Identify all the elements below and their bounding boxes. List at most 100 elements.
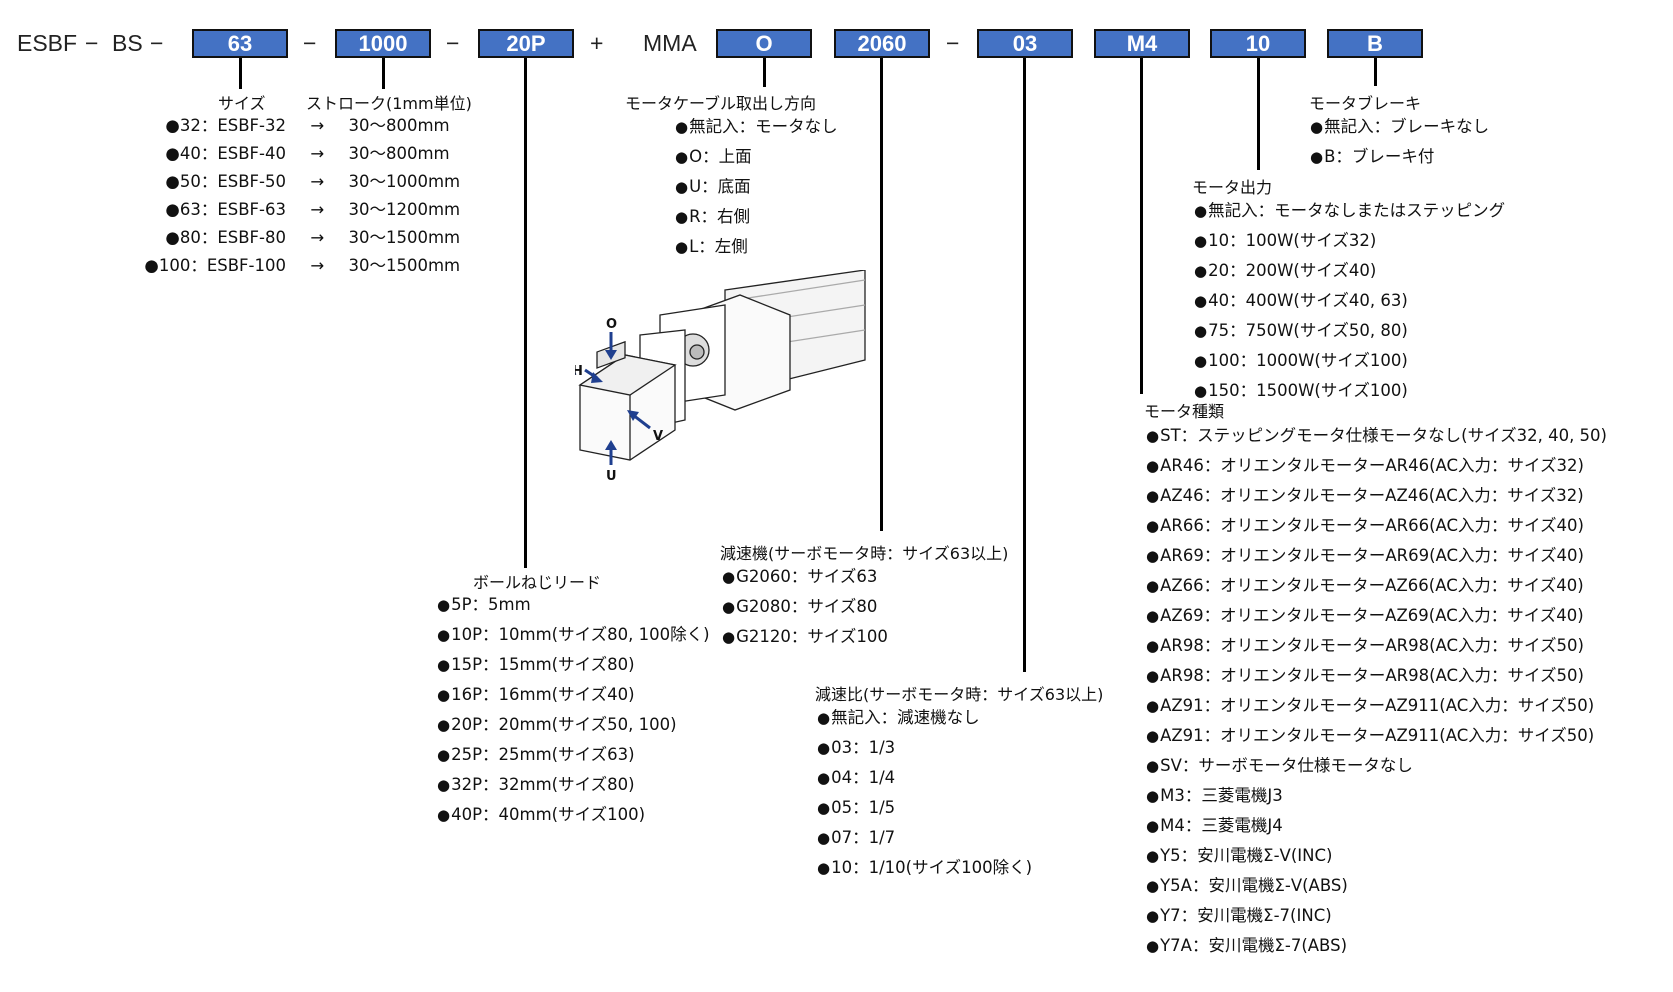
list-item: 40：400W(サイズ40, 63) (1194, 286, 1505, 316)
connector-lead (524, 58, 527, 568)
label-u: U (606, 469, 617, 484)
code-box-motor-output: 10 (1210, 29, 1306, 58)
list-item: AZ91：オリエンタルモーターAZ911(AC入力：サイズ50) (1146, 691, 1607, 721)
arrow-icon: → (310, 200, 325, 219)
list-item: AR98：オリエンタルモーターAR98(AC入力：サイズ50) (1146, 661, 1607, 691)
list-item: R：右側 (675, 202, 838, 232)
code-dash: − (446, 30, 460, 56)
list-item: 16P：16mm(サイズ40) (437, 680, 710, 710)
reducer-options: G2060：サイズ63 G2080：サイズ80 G2120：サイズ100 (722, 562, 888, 652)
arrow-icon: → (310, 256, 325, 275)
list-item: Y5：安川電機Σ-V(INC) (1146, 841, 1607, 871)
list-item: AZ91：オリエンタルモーターAZ911(AC入力：サイズ50) (1146, 721, 1607, 751)
list-item: 10：100W(サイズ32) (1194, 226, 1505, 256)
list-item: 無記入：モータなしまたはステッピング (1194, 196, 1505, 226)
list-item: ST：ステッピングモータ仕様モータなし(サイズ32, 40, 50) (1146, 421, 1607, 451)
connector-size (239, 58, 242, 89)
size-code-model: ●100：ESBF-100 (144, 256, 286, 275)
brake-title: モータブレーキ (1309, 94, 1422, 113)
size-title: サイズ (218, 94, 266, 113)
list-item: AR46：オリエンタルモーターAR46(AC入力：サイズ32) (1146, 451, 1607, 481)
size-row: ●40：ESBF-40 → 30〜800mm (140, 140, 460, 168)
arrow-icon: → (310, 144, 325, 163)
connector-motor-output (1257, 58, 1260, 170)
list-item: 5P：5mm (437, 590, 710, 620)
list-item: G2060：サイズ63 (722, 562, 888, 592)
stroke-title: ストローク(1mm単位) (306, 94, 472, 113)
list-item: O：上面 (675, 142, 838, 172)
size-code-model: ●32：ESBF-32 (165, 116, 286, 135)
list-item: 無記入：モータなし (675, 112, 838, 142)
list-item: B：ブレーキ付 (1310, 142, 1489, 172)
motor-type-title: モータ種類 (1144, 402, 1225, 421)
size-row: ●63：ESBF-63 → 30〜1200mm (140, 196, 460, 224)
code-box-lead: 20P (478, 29, 574, 58)
ratio-title: 減速比(サーボモータ時：サイズ63以上) (815, 685, 1104, 704)
list-item: 無記入：ブレーキなし (1310, 112, 1489, 142)
code-box-size: 63 (192, 29, 288, 58)
list-item: SV：サーボモータ仕様モータなし (1146, 751, 1607, 781)
motor-output-options: 無記入：モータなしまたはステッピング 10：100W(サイズ32) 20：200… (1194, 196, 1505, 406)
size-row: ●80：ESBF-80 → 30〜1500mm (140, 224, 460, 252)
list-item: Y5A：安川電機Σ-V(ABS) (1146, 871, 1607, 901)
motor-output-title: モータ出力 (1192, 178, 1273, 197)
code-box-brake: B (1327, 29, 1423, 58)
brake-options: 無記入：ブレーキなし B：ブレーキ付 (1310, 112, 1489, 172)
ratio-options: 無記入：減速機なし 03：1/3 04：1/4 05：1/5 07：1/7 10… (817, 703, 1032, 883)
code-box-ratio: 03 (977, 29, 1073, 58)
size-stroke-range: 30〜800mm (348, 116, 450, 135)
size-stroke-range: 30〜1500mm (348, 256, 461, 275)
size-stroke-range: 30〜800mm (348, 144, 450, 163)
connector-motor-type (1140, 58, 1143, 394)
size-stroke-range: 30〜1500mm (348, 228, 461, 247)
code-box-cable: O (716, 29, 812, 58)
list-item: AR66：オリエンタルモーターAR66(AC入力：サイズ40) (1146, 511, 1607, 541)
list-item: AR69：オリエンタルモーターAR69(AC入力：サイズ40) (1146, 541, 1607, 571)
lead-title: ボールねじリード (473, 573, 602, 592)
size-code-model: ●80：ESBF-80 (165, 228, 286, 247)
list-item: G2080：サイズ80 (722, 592, 888, 622)
connector-brake (1374, 58, 1377, 86)
label-h: H (575, 364, 583, 379)
code-mma: MMA (643, 30, 697, 56)
list-item: AZ46：オリエンタルモーターAZ46(AC入力：サイズ32) (1146, 481, 1607, 511)
size-row: ●100：ESBF-100 → 30〜1500mm (140, 252, 460, 280)
connector-reducer (880, 58, 883, 531)
code-box-reducer: 2060 (834, 29, 930, 58)
list-item: Y7A：安川電機Σ-7(ABS) (1146, 931, 1607, 961)
cable-options: 無記入：モータなし O：上面 U：底面 R：右側 L：左側 (675, 112, 838, 262)
code-dash: − (150, 30, 164, 56)
code-dash: − (946, 30, 960, 56)
arrow-icon: → (310, 228, 325, 247)
list-item: 10：1/10(サイズ100除く) (817, 853, 1032, 883)
list-item: 20P：20mm(サイズ50, 100) (437, 710, 710, 740)
list-item: 04：1/4 (817, 763, 1032, 793)
actuator-motor-illustration: O H V U (575, 270, 866, 484)
cable-title: モータケーブル取出し方向 (625, 94, 817, 113)
list-item: 03：1/3 (817, 733, 1032, 763)
list-item: 75：750W(サイズ50, 80) (1194, 316, 1505, 346)
code-dash: − (303, 30, 317, 56)
size-row: ●50：ESBF-50 → 30〜1000mm (140, 168, 460, 196)
code-prefix-esbf: ESBF (17, 30, 78, 56)
size-code-model: ●40：ESBF-40 (165, 144, 286, 163)
code-prefix-bs: BS (112, 30, 143, 56)
label-o: O (606, 317, 617, 332)
arrow-icon: → (310, 116, 325, 135)
size-stroke-range: 30〜1200mm (348, 200, 461, 219)
list-item: 20：200W(サイズ40) (1194, 256, 1505, 286)
connector-cable (763, 58, 766, 87)
motor-type-options: ST：ステッピングモータ仕様モータなし(サイズ32, 40, 50) AR46：… (1146, 421, 1607, 961)
list-item: 32P：32mm(サイズ80) (437, 770, 710, 800)
list-item: 07：1/7 (817, 823, 1032, 853)
list-item: 10P：10mm(サイズ80, 100除く) (437, 620, 709, 650)
list-item: 無記入：減速機なし (817, 703, 1032, 733)
list-item: 40P：40mm(サイズ100) (437, 800, 710, 830)
size-stroke-range: 30〜1000mm (348, 172, 461, 191)
arrow-v (632, 413, 651, 430)
list-item: 05：1/5 (817, 793, 1032, 823)
code-box-stroke: 1000 (335, 29, 431, 58)
list-item: U：底面 (675, 172, 838, 202)
list-item: 100：1000W(サイズ100) (1194, 346, 1505, 376)
list-item: AZ69：オリエンタルモーターAZ69(AC入力：サイズ40) (1146, 601, 1607, 631)
